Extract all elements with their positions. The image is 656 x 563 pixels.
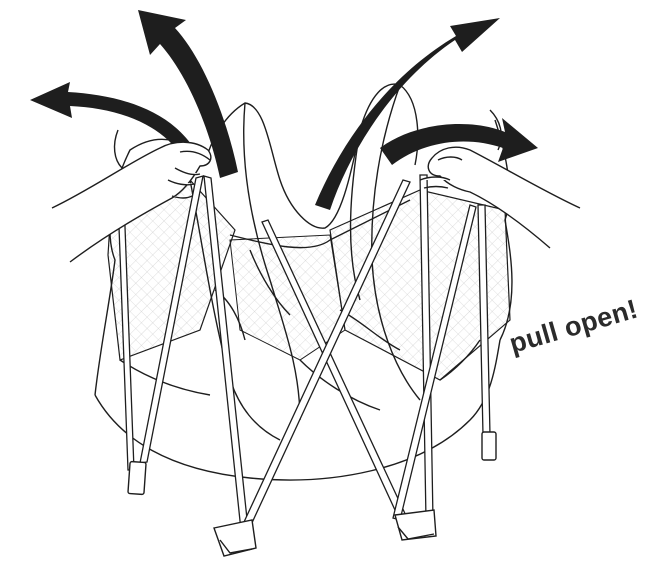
leg-feet — [128, 432, 496, 556]
